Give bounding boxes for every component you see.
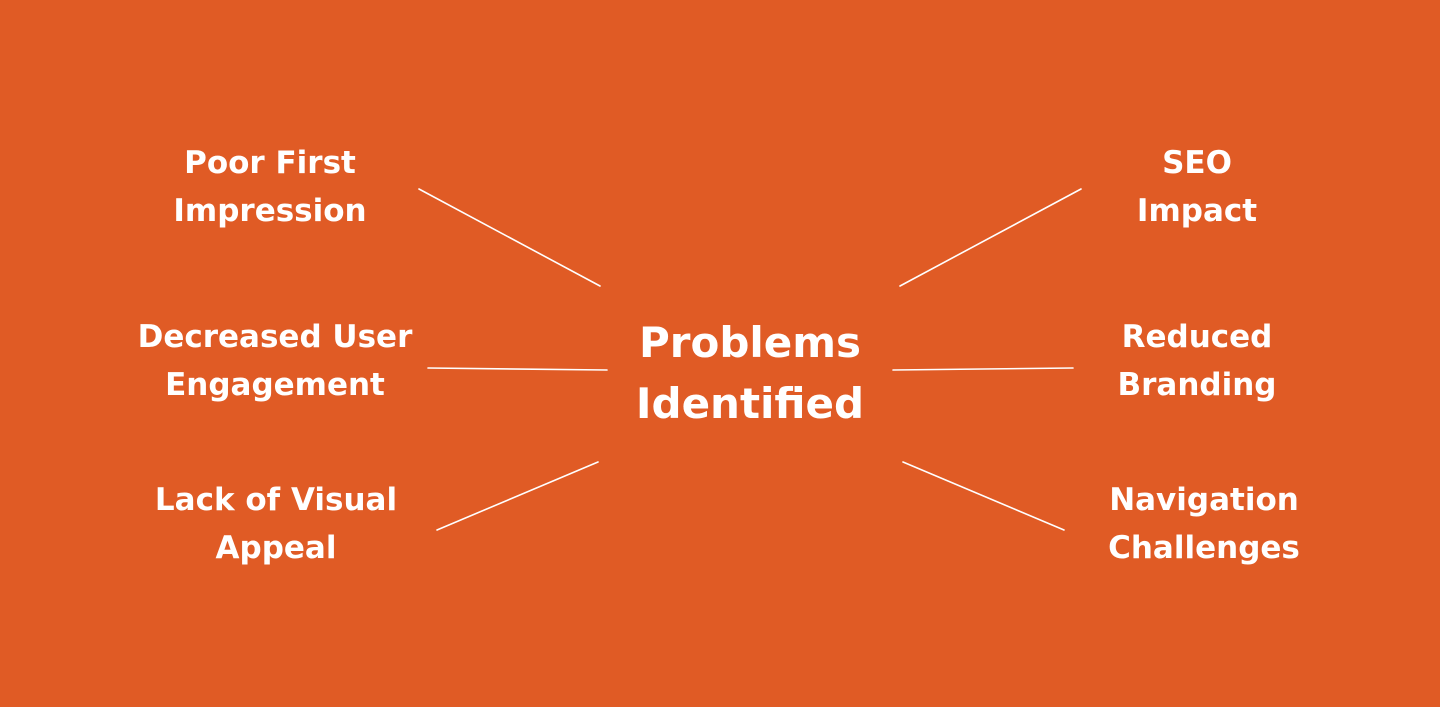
problem-label-line-2: Impact — [1136, 193, 1258, 229]
problem-label-line-1: Lack of Visual — [154, 482, 398, 518]
problem-label-line-1: Decreased User — [137, 319, 413, 355]
problem-node-reduced-branding: Reduced Branding — [1047, 313, 1347, 409]
problem-label-line-2: Challenges — [1108, 530, 1300, 566]
central-topic-line-1: Problems — [638, 318, 862, 367]
problem-node-seo-impact: SEO Impact — [1047, 139, 1347, 235]
connector-reduced-branding — [892, 367, 1074, 371]
problem-label-line-2: Impression — [173, 193, 367, 229]
problem-node-lack-of-visual-appeal: Lack of Visual Appeal — [126, 476, 426, 572]
problem-node-decreased-user-engagement: Decreased User Engagement — [120, 313, 430, 409]
connector-navigation-challenges — [902, 461, 1065, 531]
problem-label-line-1: Navigation — [1109, 482, 1299, 518]
connector-lack-of-visual-appeal — [436, 461, 599, 531]
problem-node-poor-first-impression: Poor First Impression — [120, 139, 420, 235]
problem-label-line-1: Reduced — [1121, 319, 1273, 355]
connector-seo-impact — [899, 188, 1082, 287]
connector-decreased-user-engagement — [427, 367, 608, 371]
problem-label-line-1: SEO — [1162, 145, 1232, 181]
problem-label-line-2: Branding — [1117, 367, 1277, 403]
problem-label-line-2: Engagement — [165, 367, 385, 403]
problem-node-navigation-challenges: Navigation Challenges — [1054, 476, 1354, 572]
central-topic-line-2: Identified — [635, 379, 865, 428]
problem-label-line-2: Appeal — [215, 530, 337, 566]
connector-poor-first-impression — [418, 188, 601, 287]
problem-label-line-1: Poor First — [184, 145, 356, 181]
central-topic: Problems Identified — [600, 312, 900, 434]
